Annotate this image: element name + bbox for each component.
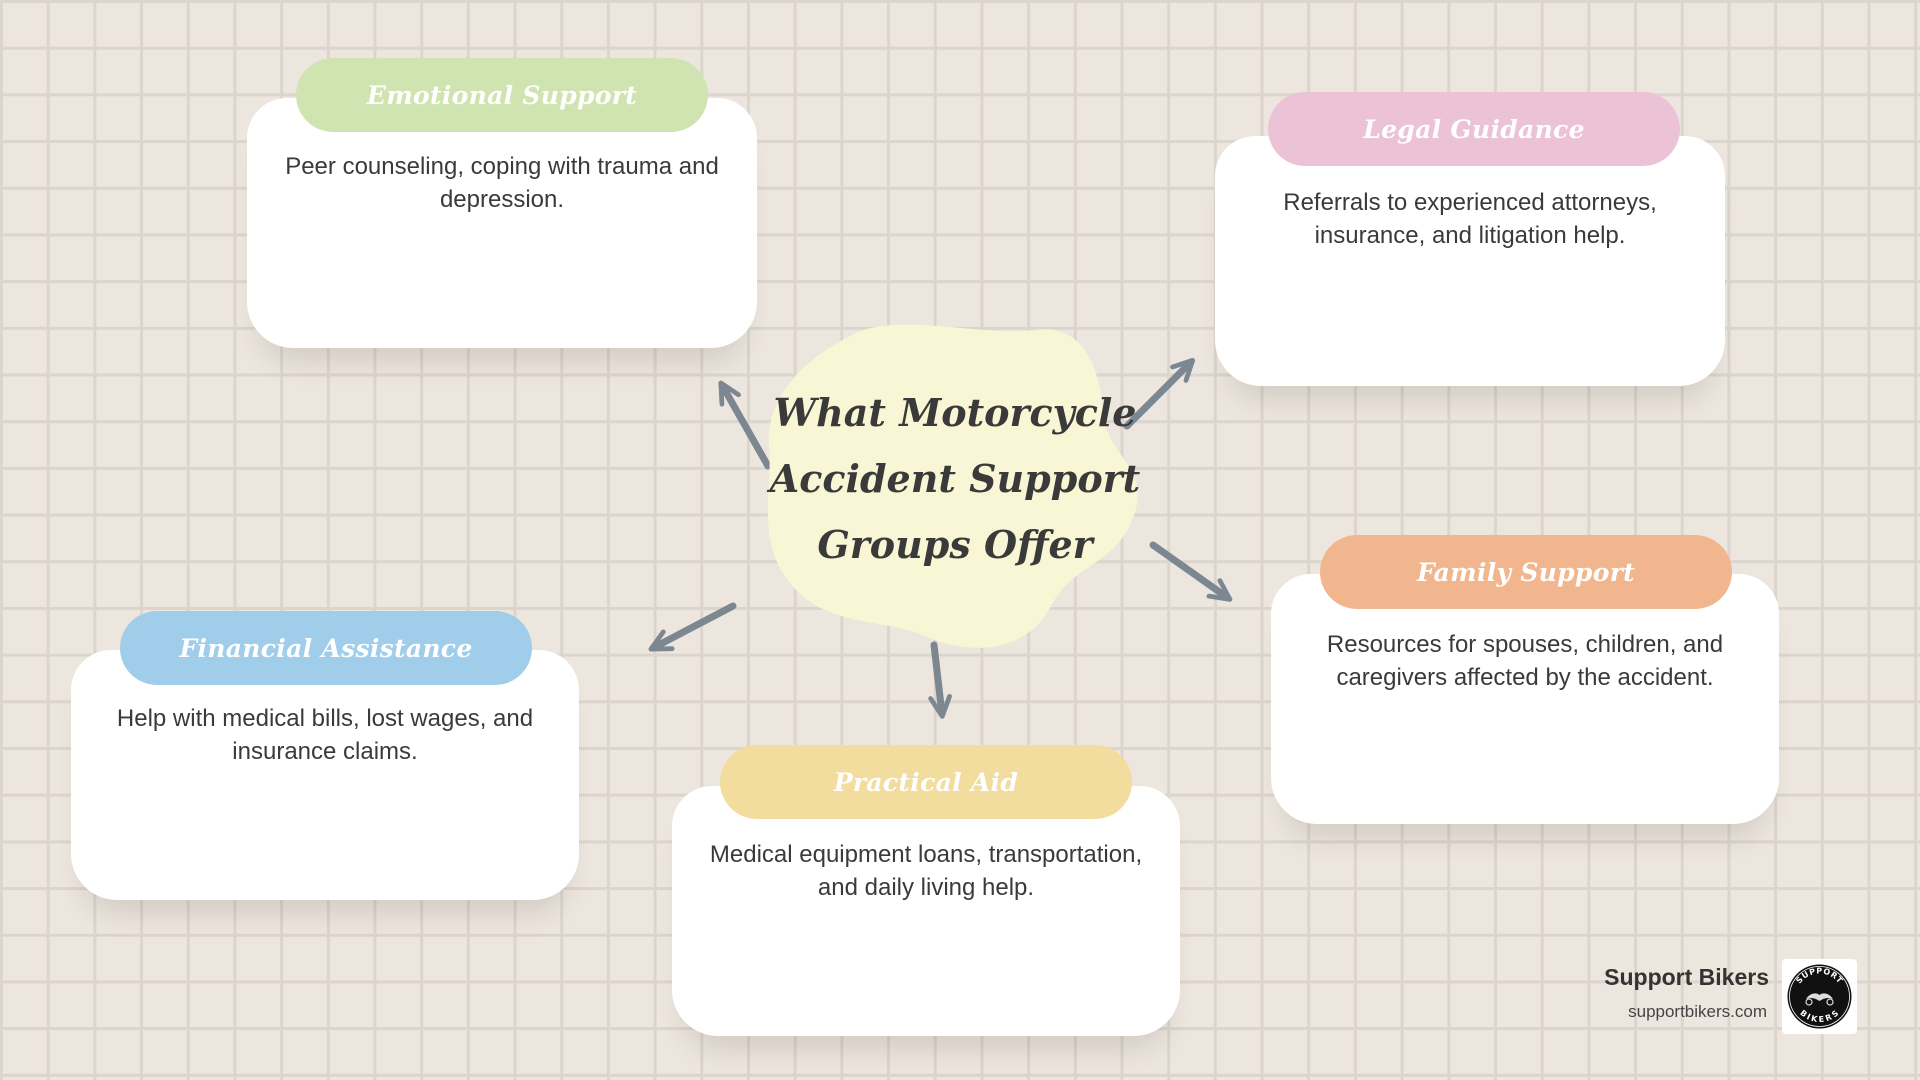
brand-logo: SUPPORT BIKERS	[1782, 959, 1857, 1034]
brand-name: Support Bikers	[1604, 964, 1769, 990]
emotional-support-card: Peer counseling, coping with trauma and …	[247, 98, 757, 348]
center-title-line: Accident Support	[769, 456, 1141, 501]
brand-url[interactable]: supportbikers.com	[1628, 1002, 1767, 1021]
center-title-line: Groups Offer	[817, 522, 1093, 567]
family-support-label: Family Support	[1320, 535, 1732, 609]
emotional-support-description: Peer counseling, coping with trauma and …	[285, 153, 719, 213]
arrow-to-financial-assistance	[648, 602, 737, 652]
support-bikers-logo-icon: SUPPORT BIKERS	[1787, 964, 1852, 1029]
emotional-support-label: Emotional Support	[296, 58, 708, 132]
center-title-line: What Motorcycle	[773, 390, 1137, 435]
arrow-to-family-support	[1149, 541, 1233, 602]
practical-aid-label: Practical Aid	[720, 745, 1132, 819]
financial-assistance-card: Help with medical bills, lost wages, and…	[71, 650, 579, 900]
center-blob	[767, 324, 1138, 648]
financial-assistance-description: Help with medical bills, lost wages, and…	[116, 705, 534, 765]
arrow-to-practical-aid	[928, 641, 952, 719]
family-support-card: Resources for spouses, children, and car…	[1271, 574, 1779, 824]
family-support-description: Resources for spouses, children, and car…	[1326, 631, 1724, 691]
legal-guidance-label: Legal Guidance	[1268, 92, 1680, 166]
center-title: What Motorcycle Accident Support Groups …	[755, 380, 1155, 578]
practical-aid-description: Medical equipment loans, transportation,…	[709, 841, 1143, 901]
financial-assistance-label: Financial Assistance	[120, 611, 532, 685]
legal-guidance-description: Referrals to experienced attorneys, insu…	[1283, 189, 1657, 249]
legal-guidance-card: Referrals to experienced attorneys, insu…	[1215, 136, 1725, 386]
practical-aid-card: Medical equipment loans, transportation,…	[672, 786, 1180, 1036]
